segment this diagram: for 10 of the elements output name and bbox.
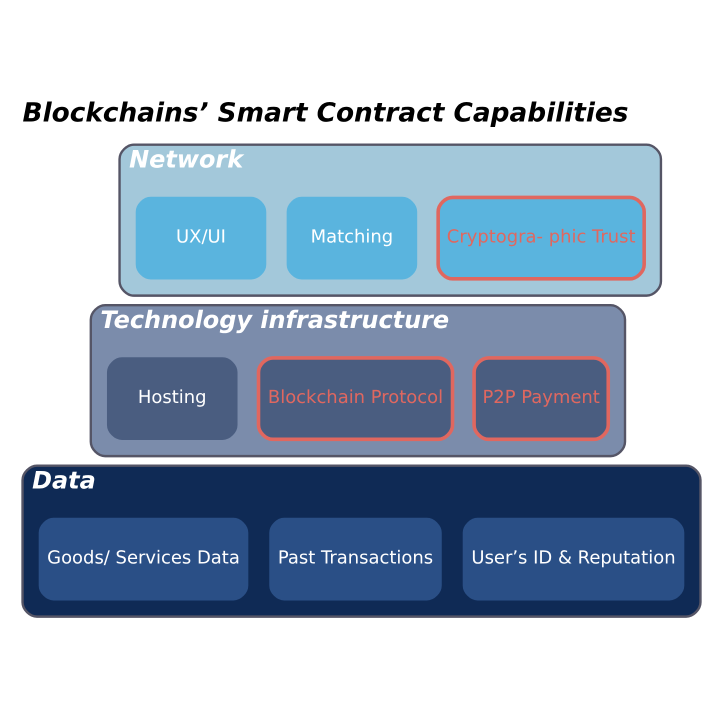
node-box: User’s ID & Reputation xyxy=(462,517,684,600)
diagram-title: Blockchains’ Smart Contract Capabilities xyxy=(22,98,628,128)
node-box: Blockchain Protocol xyxy=(256,356,454,441)
node-box: P2P Payment xyxy=(472,356,610,441)
node-box: Goods/ Services Data xyxy=(38,517,248,600)
node-box: Past Transactions xyxy=(269,517,442,600)
node-box: UX/UI xyxy=(136,196,266,279)
node-box: Matching xyxy=(286,196,418,279)
node-box: Cryptogra- phic Trust xyxy=(436,195,646,280)
node-box: Hosting xyxy=(106,356,238,440)
